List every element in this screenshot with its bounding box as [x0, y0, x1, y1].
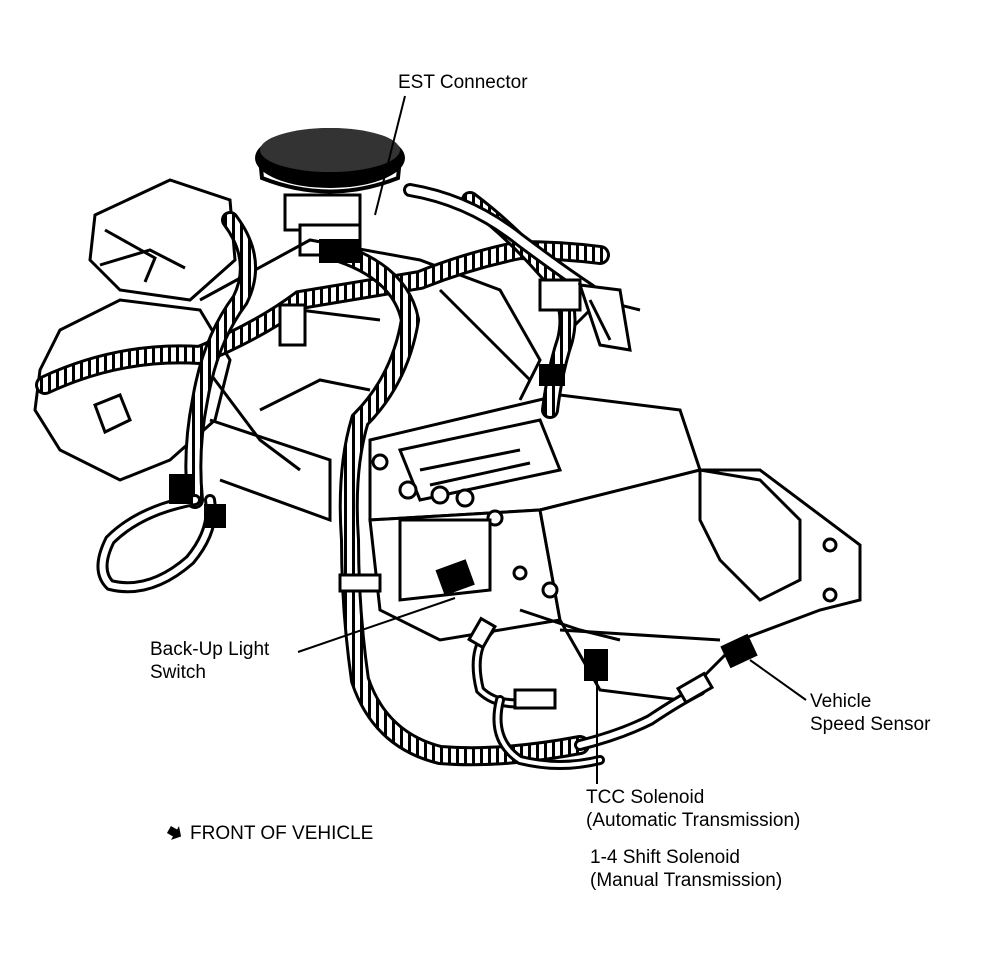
engine-block	[33, 178, 332, 523]
shift-label-line2: (Manual Transmission)	[590, 870, 783, 891]
tcc-label-line1: TCC Solenoid	[586, 787, 705, 808]
connectors	[169, 239, 758, 710]
distributor-cap	[255, 128, 405, 257]
front-of-vehicle-label: FRONT OF VEHICLE	[190, 823, 374, 844]
vehicle-speed-sensor-label: Vehicle Speed Sensor	[810, 690, 930, 736]
wiring-harness	[35, 183, 706, 770]
vehicle-speed-label-line2: Speed Sensor	[810, 714, 931, 735]
backup-light-switch-label: Back-Up Light Switch	[150, 638, 269, 684]
tcc-label-line2: (Automatic Transmission)	[586, 810, 801, 831]
vehicle-speed-label-line1: Vehicle	[810, 691, 872, 712]
leader-lines	[297, 95, 807, 784]
shift-label-line1: 1-4 Shift Solenoid	[590, 847, 740, 868]
shift-solenoid-label: 1-4 Shift Solenoid (Manual Transmission)	[590, 846, 782, 892]
arrow-icon	[166, 826, 182, 840]
backup-light-label-line2: Switch	[150, 662, 206, 683]
backup-light-label-line1: Back-Up Light	[150, 639, 270, 660]
transmission	[368, 393, 862, 702]
est-connector-label: EST Connector	[398, 72, 528, 93]
tcc-solenoid-label: TCC Solenoid (Automatic Transmission)	[586, 786, 800, 832]
